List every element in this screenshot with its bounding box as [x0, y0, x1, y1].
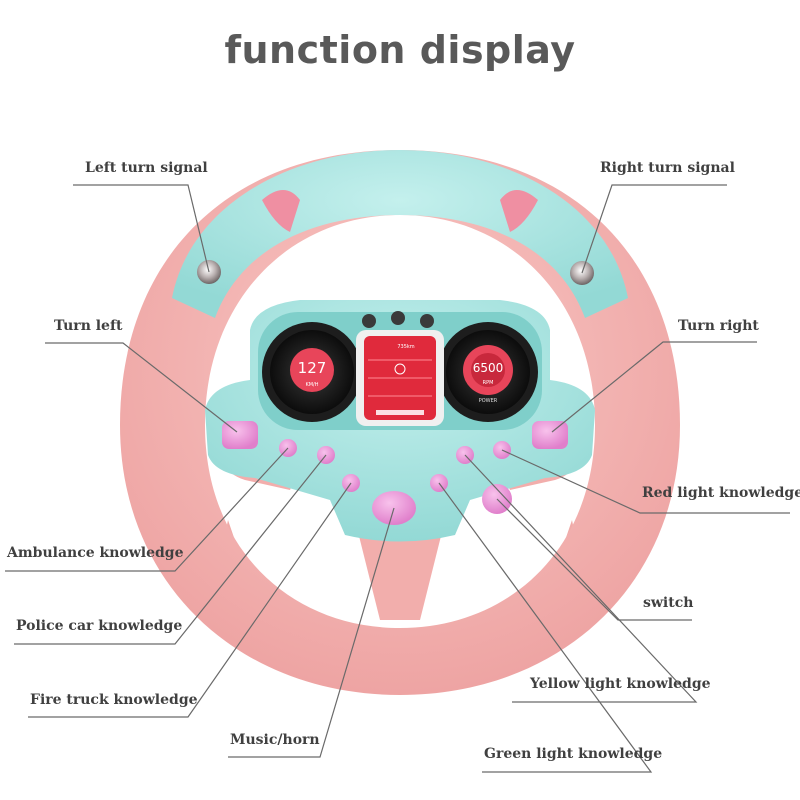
leader-left-turn-signal	[73, 184, 210, 273]
indicator-light-2	[391, 311, 405, 325]
spoke-bottom	[355, 520, 445, 620]
leader-right-turn-signal	[581, 184, 727, 274]
rpm-unit: RPM	[483, 380, 494, 386]
rpm-value: 6500	[473, 361, 504, 375]
leader-yellow-light	[464, 454, 698, 703]
speed-value: 127	[298, 359, 327, 377]
label-left-turn-signal: Left turn signal	[85, 160, 208, 176]
label-right-turn-signal: Right turn signal	[600, 160, 735, 176]
fan-icon	[394, 363, 406, 375]
label-green-light-knowledge: Green light knowledge	[484, 746, 663, 762]
indicator-light-3	[420, 314, 434, 328]
leader-fire-truck	[28, 482, 352, 718]
label-fire-truck-knowledge: Fire truck knowledge	[30, 692, 198, 708]
leader-switch	[496, 498, 692, 621]
indicator-light-1	[362, 314, 376, 328]
leader-music-horn	[228, 507, 395, 758]
turn-right-button[interactable]	[532, 421, 568, 449]
speed-gauge-center	[290, 348, 334, 392]
power-label: POWER	[479, 398, 498, 404]
leader-red-light	[501, 449, 790, 514]
label-turn-left: Turn left	[54, 318, 123, 334]
leader-lines	[5, 184, 790, 773]
label-police-car-knowledge: Police car knowledge	[16, 618, 183, 634]
leader-ambulance	[5, 447, 289, 572]
label-ambulance-knowledge: Ambulance knowledge	[7, 545, 184, 561]
leader-green-light	[438, 482, 653, 773]
rpm-gauge-inner	[471, 353, 505, 387]
label-red-light-knowledge: Red light knowledge	[642, 485, 800, 501]
leader-turn-left	[45, 342, 238, 433]
fuel-bar	[376, 410, 424, 415]
leader-police-car	[14, 454, 327, 645]
label-yellow-light-knowledge: Yellow light knowledge	[530, 676, 711, 692]
label-switch: switch	[643, 595, 694, 611]
center-reading: 735km	[397, 344, 414, 350]
label-music-horn: Music/horn	[230, 732, 320, 748]
page-title: function display	[224, 28, 576, 72]
leader-turn-right	[551, 341, 757, 433]
ear-right	[500, 190, 538, 232]
ear-left	[262, 190, 300, 232]
speed-unit: KM/H	[305, 382, 318, 388]
label-turn-right: Turn right	[678, 318, 759, 334]
